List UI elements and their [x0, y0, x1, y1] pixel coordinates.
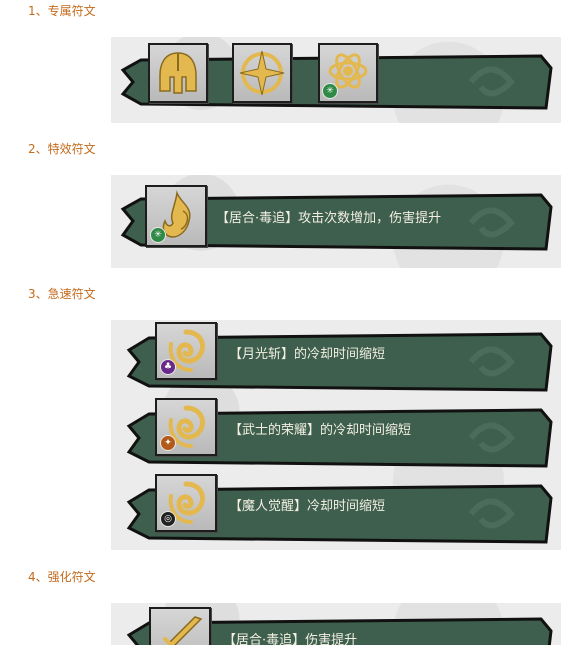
- rune-tile[interactable]: ✳: [145, 185, 207, 247]
- rune-effect-description: 【月光斩】的冷却时间缩短: [229, 347, 386, 362]
- spartan-helmet-icon: [159, 52, 197, 94]
- banner: [111, 328, 561, 394]
- compass-star-icon: [239, 50, 285, 96]
- banner: [111, 615, 561, 645]
- banner: [111, 480, 561, 546]
- rune-tile[interactable]: [232, 43, 292, 103]
- green-badge-icon: ✳: [150, 227, 166, 243]
- rune-tile[interactable]: [149, 607, 211, 645]
- special-rune-panel: ✳ 【居合·毒追】攻击次数增加，伤害提升: [111, 175, 561, 268]
- purple-badge-icon: ♣: [160, 359, 176, 375]
- sword-icon: [163, 616, 203, 645]
- section-heading-exclusive: 1、专属符文: [28, 4, 96, 18]
- rune-tile[interactable]: ◎: [155, 474, 217, 532]
- rune-effect-description: 【居合·毒追】攻击次数增加，伤害提升: [216, 211, 442, 226]
- banner: [111, 191, 561, 253]
- green-badge-icon: ✳: [322, 83, 338, 99]
- banner: [111, 404, 561, 470]
- rune-tile[interactable]: ✳: [318, 43, 378, 103]
- section-heading-special: 2、特效符文: [28, 142, 96, 156]
- exclusive-rune-panel: ✳: [111, 37, 561, 123]
- dark-badge-icon: ◎: [160, 511, 176, 527]
- section-heading-haste: 3、急速符文: [28, 287, 96, 301]
- atom-ring-icon: [328, 53, 368, 89]
- rune-tile[interactable]: ✦: [155, 398, 217, 456]
- rune-tile[interactable]: ♣: [155, 322, 217, 380]
- section-heading-enhance: 4、强化符文: [28, 570, 96, 584]
- haste-rune-panel: ♣ 【月光斩】的冷却时间缩短 ✦ 【武士的荣耀】的冷却时间缩短 ◎ 【魔人觉醒】…: [111, 320, 561, 550]
- rune-effect-description: 【武士的荣耀】的冷却时间缩短: [229, 423, 412, 438]
- rune-effect-description: 【居合·毒追】伤害提升: [223, 633, 358, 645]
- rune-tile[interactable]: [148, 43, 208, 103]
- rune-effect-description: 【魔人觉醒】冷却时间缩短: [229, 499, 386, 514]
- orange-badge-icon: ✦: [160, 435, 176, 451]
- enhance-rune-panel: 【居合·毒追】伤害提升: [111, 603, 561, 645]
